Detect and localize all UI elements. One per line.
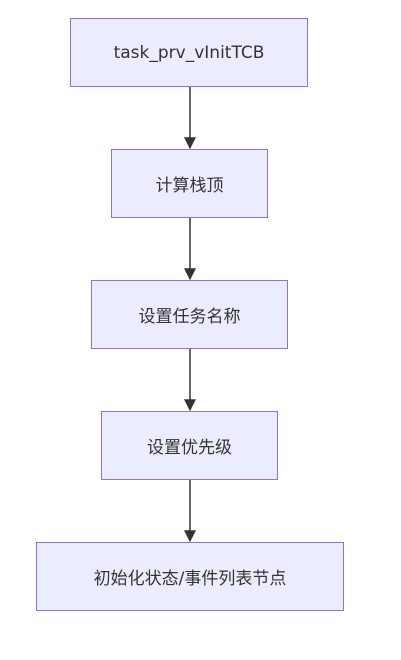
node-label: 设置优先级	[147, 438, 232, 458]
node-init-list-items: 初始化状态/事件列表节点	[36, 542, 344, 611]
node-compute-stack-top: 计算栈顶	[111, 149, 268, 218]
node-set-task-name: 设置任务名称	[91, 280, 288, 349]
node-label: 初始化状态/事件列表节点	[93, 569, 287, 589]
node-label: 设置任务名称	[138, 307, 241, 327]
node-set-priority: 设置优先级	[101, 411, 278, 480]
node-init-tcb: task_prv_vInitTCB	[70, 18, 308, 87]
node-label: 计算栈顶	[155, 176, 224, 196]
node-label: task_prv_vInitTCB	[113, 42, 265, 63]
